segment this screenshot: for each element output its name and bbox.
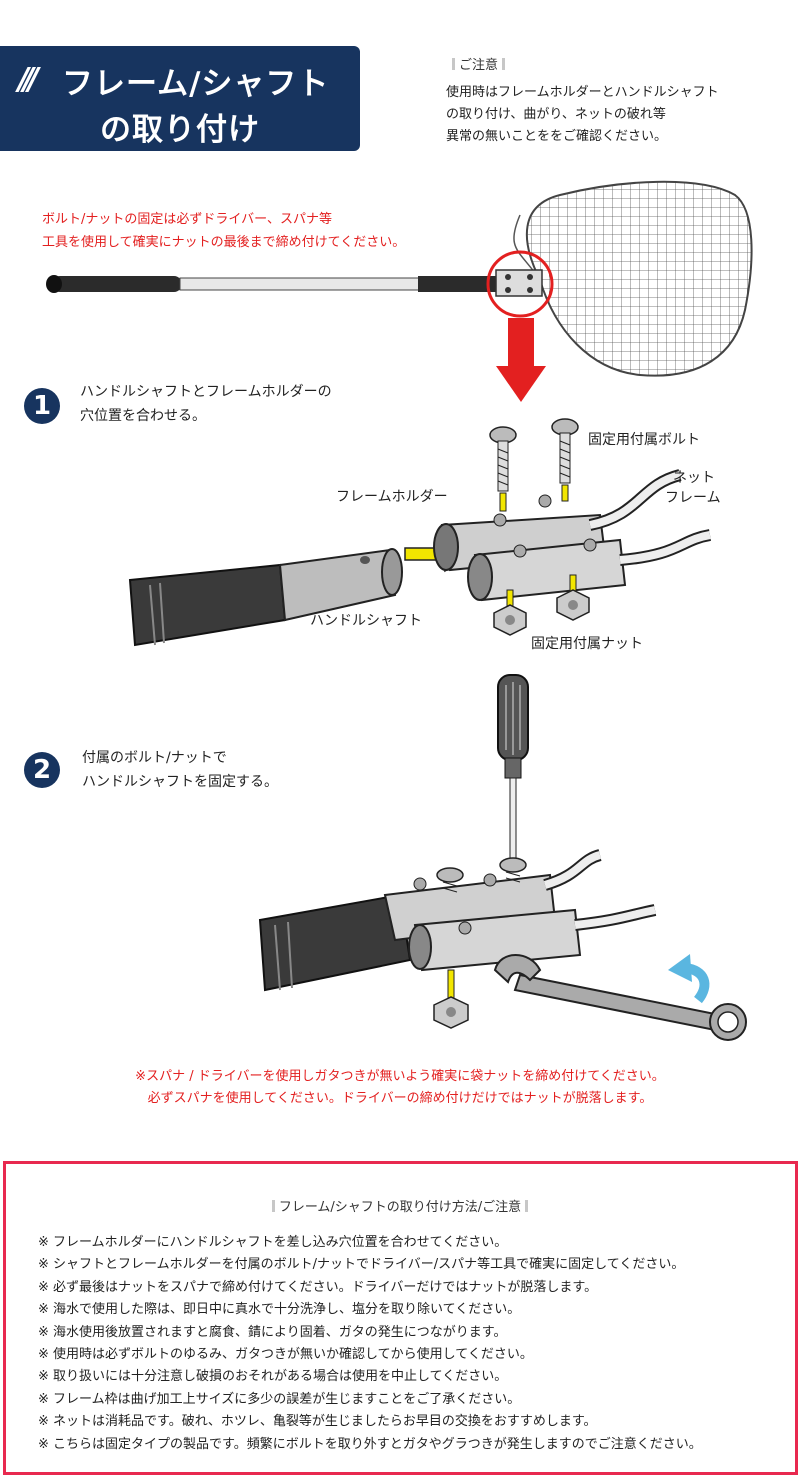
handle-grip xyxy=(128,548,403,647)
caution-heading-text: ご注意 xyxy=(459,58,499,73)
bolt-icon xyxy=(436,867,464,893)
highlight-circle xyxy=(486,250,554,318)
bolt-icon xyxy=(499,857,527,883)
list-item: ※ フレーム枠は曲げ加工上サイズに多少の誤差が生じますことをご了承ください。 xyxy=(38,1391,521,1407)
label-net-frame-2: フレーム xyxy=(665,490,721,506)
bolt-icon xyxy=(551,418,579,502)
exclamation-icon xyxy=(502,58,506,70)
step1-line: ハンドルシャフトとフレームホルダーの xyxy=(80,384,332,400)
nut-icon xyxy=(433,969,469,1029)
net-frame-wire xyxy=(588,469,712,566)
page-title-line2: の取り付け xyxy=(100,112,260,148)
frame-holder xyxy=(383,873,582,972)
caution-heading: ご注意 xyxy=(448,54,509,73)
exclamation-icon xyxy=(271,1200,275,1212)
step1-instruction: ハンドルシャフトとフレームホルダーの 穴位置を合わせる。 xyxy=(80,380,332,428)
step2-number-badge: 2 xyxy=(24,752,60,788)
label-frame-holder: フレームホルダー xyxy=(336,489,448,505)
frame-holder xyxy=(433,494,627,602)
caution-line: 使用時はフレームホルダーとハンドルシャフト xyxy=(446,85,719,100)
tightening-warning: ※スパナ / ドライバーを使用しガタつきが無いよう確実に袋ナットを締め付けてくだ… xyxy=(0,1066,800,1110)
list-item: ※ 取り扱いには十分注意し破損のおそれがある場合は使用を中止してください。 xyxy=(38,1369,508,1385)
handle-grip xyxy=(258,893,412,992)
list-item: ※ 海水使用後放置されますと腐食、錆により固着、ガタの発生につながります。 xyxy=(38,1324,507,1340)
step2-instruction: 付属のボルト/ナットで ハンドルシャフトを固定する。 xyxy=(82,746,278,794)
list-item: ※ ネットは消耗品です。破れ、ホツレ、亀裂等が生じましたらお早目の交換をおすすめ… xyxy=(38,1414,597,1430)
screwdriver-icon xyxy=(497,674,529,859)
title-slash-mark: /// xyxy=(18,62,39,97)
list-item: ※ 使用時は必ずボルトのゆるみ、ガタつきが無いか確認してから使用してください。 xyxy=(38,1347,533,1363)
down-arrow-icon xyxy=(496,318,546,402)
tool-note-line: ボルト/ナットの固定は必ずドライバー、スパナ等 xyxy=(42,212,332,227)
list-item: ※ シャフトとフレームホルダーを付属のボルト/ナットでドライバー/スパナ等工具で… xyxy=(38,1257,685,1273)
nut-icon xyxy=(493,589,527,636)
warning-line: 必ずスパナを使用してください。ドライバーの締め付けだけではナットが脱落します。 xyxy=(147,1091,653,1106)
caution-text: 使用時はフレームホルダーとハンドルシャフト の取り付け、曲がり、ネットの破れ等 … xyxy=(446,82,766,148)
label-fixing-nut: 固定用付属ナット xyxy=(531,636,643,652)
step1-number-badge: 1 xyxy=(24,388,60,424)
page-title-line1: フレーム/シャフト xyxy=(62,66,330,102)
label-handle-shaft: ハンドルシャフト xyxy=(310,613,422,629)
net-frame xyxy=(526,180,753,377)
title-banner: /// フレーム/シャフト の取り付け xyxy=(0,46,360,151)
tool-note: ボルト/ナットの固定は必ずドライバー、スパナ等 工具を使用して確実にナットの最後… xyxy=(42,208,405,254)
list-item: ※ 海水で使用した際は、即日中に真水で十分洗浄し、塩分を取り除いてください。 xyxy=(38,1302,521,1318)
step1-assembly-illustration xyxy=(128,418,712,647)
notes-heading-text: フレーム/シャフトの取り付け方法/ご注意 xyxy=(278,1200,522,1215)
rotate-arrow-icon xyxy=(668,954,710,1004)
step2-tightening-illustration xyxy=(258,674,747,1041)
list-item: ※ フレームホルダーにハンドルシャフトを差し込み穴位置を合わせてください。 xyxy=(38,1235,508,1250)
label-fixing-bolt: 固定用付属ボルト xyxy=(588,432,700,448)
step1-line: 穴位置を合わせる。 xyxy=(80,408,206,424)
exclamation-icon xyxy=(525,1200,529,1212)
step2-line: ハンドルシャフトを固定する。 xyxy=(82,774,278,790)
tool-note-line: 工具を使用して確実にナットの最後まで締め付けてください。 xyxy=(42,235,406,250)
list-item: ※ 必ず最後はナットをスパナで締め付けてください。ドライバーだけではナットが脱落… xyxy=(38,1279,598,1295)
exclamation-icon xyxy=(452,58,455,70)
caution-line: 異常の無いことををご確認ください。 xyxy=(446,129,668,144)
warning-line: ※スパナ / ドライバーを使用しガタつきが無いよう確実に袋ナットを締め付けてくだ… xyxy=(135,1069,665,1084)
label-net-frame-1: ネット xyxy=(673,470,715,486)
handle-shaft-overview xyxy=(46,275,498,293)
landing-net-overview-illustration xyxy=(46,180,753,402)
notes-box xyxy=(3,1161,798,1475)
list-item: ※ こちらは固定タイプの製品です。頻繁にボルトを取り外すとガタやグラつきが発生し… xyxy=(38,1436,702,1452)
notes-list: ※ フレームホルダーにハンドルシャフトを差し込み穴位置を合わせてください。 ※ … xyxy=(38,1232,702,1456)
notes-heading: フレーム/シャフトの取り付け方法/ご注意 xyxy=(0,1196,800,1215)
step2-line: 付属のボルト/ナットで xyxy=(82,750,227,766)
nut-icon xyxy=(556,574,590,621)
caution-line: の取り付け、曲がり、ネットの破れ等 xyxy=(446,107,666,122)
wrench-icon xyxy=(493,954,747,1041)
bolt-icon xyxy=(489,426,517,512)
net-frame-wire xyxy=(543,849,657,931)
